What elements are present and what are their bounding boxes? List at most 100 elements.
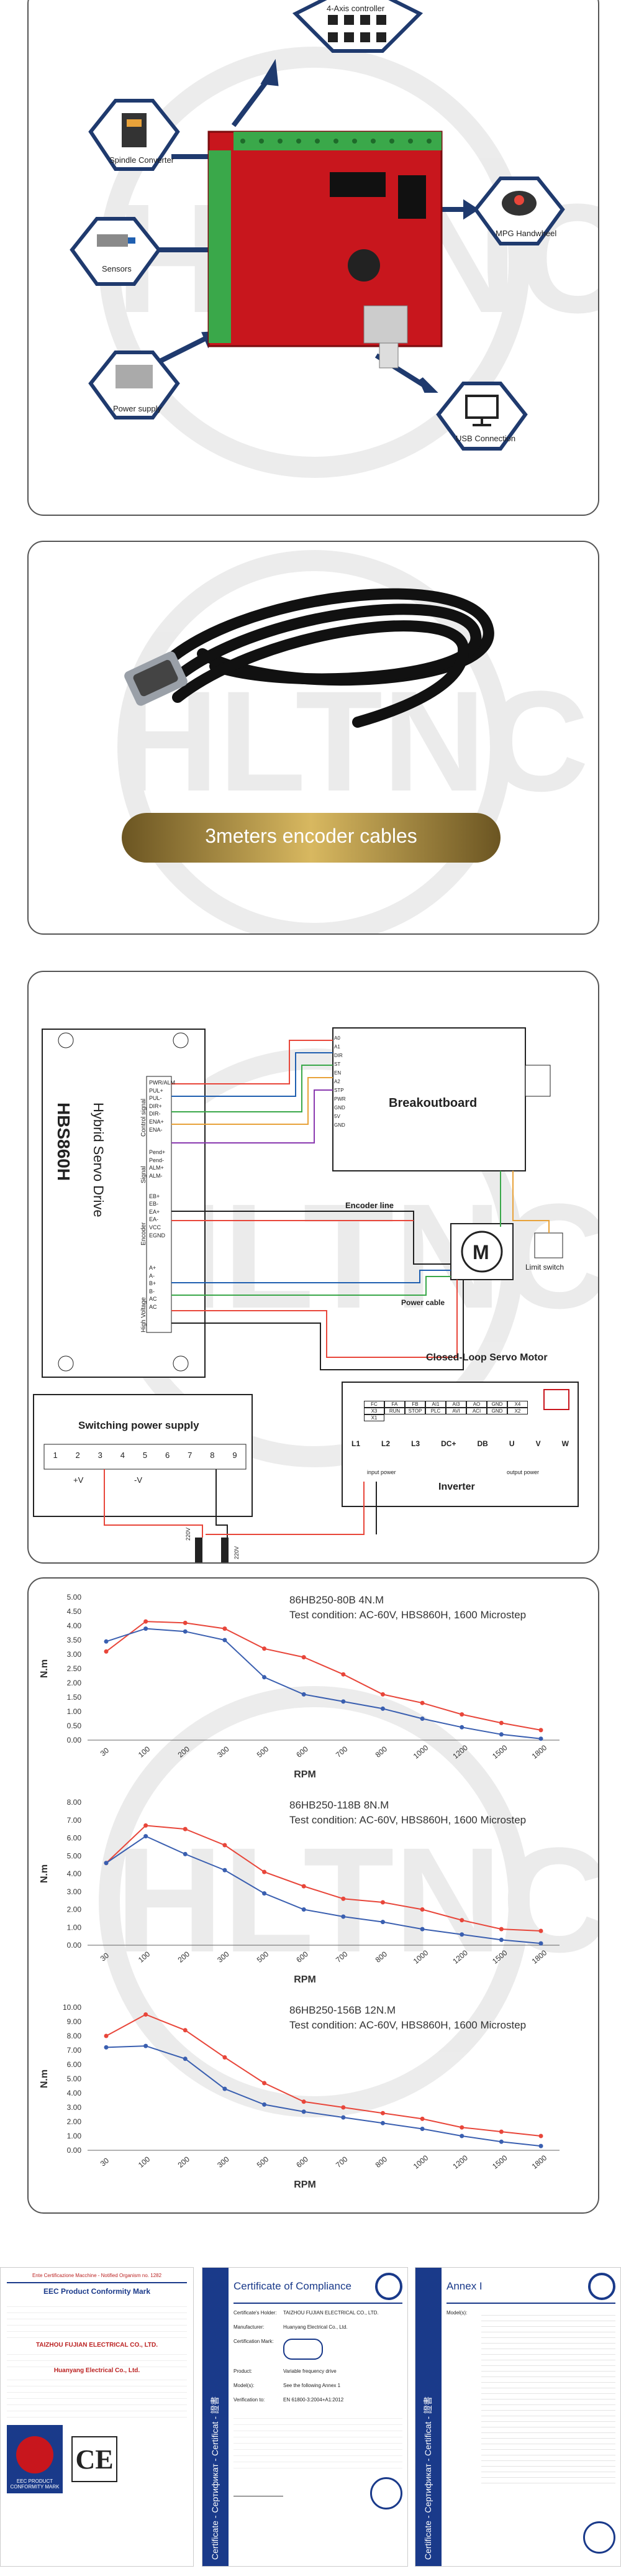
terminal: GND (487, 1408, 507, 1414)
y-tick-label: 1.00 (67, 1923, 82, 1932)
group-control-signal: Control signal (140, 1098, 147, 1137)
terminal: 2 (75, 1451, 80, 1460)
pin: AC (149, 1296, 157, 1303)
terminal: AO (466, 1401, 487, 1408)
terminal: FA (384, 1401, 405, 1408)
data-point (420, 1717, 425, 1721)
y-tick-label: 4.00 (67, 2089, 82, 2097)
terminal: W (561, 1439, 569, 1448)
pin: A2 (334, 1079, 340, 1084)
terminal: X4 (507, 1401, 528, 1408)
pin: ST (334, 1061, 341, 1067)
terminal: AI3 (446, 1401, 466, 1408)
terminal: 1 (53, 1451, 58, 1460)
data-point (104, 1649, 109, 1654)
motor-label: Closed-Loop Servo Motor (426, 1352, 548, 1363)
y-tick-label: 2.00 (67, 1679, 82, 1687)
data-point (341, 1914, 346, 1919)
data-point (143, 2012, 148, 2017)
y-tick-label: 5.00 (67, 2074, 82, 2083)
data-point (380, 1692, 385, 1697)
pin: PUL+ (149, 1087, 163, 1094)
terminal: L1 (351, 1439, 361, 1448)
x-tick-label: 30 (99, 2156, 111, 2168)
data-point (499, 1732, 504, 1737)
pin: PWR (334, 1096, 346, 1102)
series-line (106, 1621, 542, 1731)
x-tick-label: 1500 (491, 1743, 509, 1761)
data-point (420, 2127, 425, 2131)
chart-subtitle: Test condition: AC-60V, HBS860H, 1600 Mi… (289, 2019, 526, 2031)
x-tick-label: 800 (374, 2155, 389, 2170)
y-tick-label: 3.00 (67, 1887, 82, 1896)
mains-right: 220V (233, 1546, 240, 1559)
pin: PWR/ALM (149, 1079, 176, 1086)
data-point (222, 1626, 227, 1631)
pin: PUL- (149, 1095, 162, 1102)
terminal: 8 (210, 1451, 215, 1460)
data-point (301, 1692, 306, 1697)
data-point (222, 2086, 227, 2091)
cert-company-1: TAIZHOU FUJIAN ELECTRICAL CO., LTD. (35, 2342, 158, 2349)
cable-length-banner: 3meters encoder cables (205, 825, 417, 847)
pin: B+ (149, 1280, 156, 1287)
pin: EB- (149, 1201, 159, 1208)
x-tick-label: 1200 (451, 2153, 469, 2171)
pin: AC (149, 1304, 157, 1311)
field-value: EN 61800-3:2004+A1:2012 (283, 2397, 344, 2403)
x-axis-label: RPM (294, 1974, 316, 1985)
stamp (583, 2521, 615, 2554)
data-point (104, 2033, 109, 2038)
data-point (341, 2105, 346, 2110)
data-point (143, 1834, 148, 1839)
data-point (183, 2028, 188, 2033)
x-tick-label: 1000 (412, 1743, 430, 1761)
seal-text: EEC PRODUCT CONFORMITY MARK (10, 2478, 60, 2490)
y-axis-label: N.m (39, 2070, 50, 2088)
stamp (370, 2477, 402, 2510)
y-tick-label: 3.50 (67, 1636, 82, 1644)
breakout-pin-list: A0 A1 DIR ST EN A2 STP PWR GND 5V GND (334, 1034, 346, 1130)
limit-switch (534, 1232, 563, 1258)
pin: EA+ (149, 1208, 160, 1215)
inverter-terminals-top: FC FA FB AI1 AI3 AO GND X4 X3 RUN STOP P… (364, 1401, 538, 1421)
pin: A- (149, 1272, 155, 1279)
ce-mark: CE (71, 2436, 117, 2482)
power-cable-label: Power cable (401, 1298, 445, 1307)
data-point (222, 1638, 227, 1643)
field-label: Manufacturer: (233, 2324, 265, 2330)
field-label: Certificate's Holder: (233, 2310, 277, 2316)
data-point (460, 1932, 465, 1937)
pin: B- (149, 1288, 155, 1295)
drive-pin-list: PWR/ALM PUL+ PUL- DIR+ DIR- ENA+ ENA- Pe… (149, 1079, 176, 1311)
x-tick-label: 600 (294, 1950, 310, 1964)
eec-seal: EEC PRODUCT CONFORMITY MARK (7, 2425, 63, 2493)
terminal: X3 (364, 1408, 384, 1414)
x-tick-label: 1500 (491, 1948, 509, 1966)
y-tick-label: 5.00 (67, 1593, 82, 1602)
terminal: ACI (466, 1408, 487, 1414)
pin: ENA+ (149, 1118, 164, 1125)
field-label: Model(s): (233, 2383, 255, 2388)
data-point (262, 1891, 267, 1896)
y-tick-label: 0.50 (67, 1721, 82, 1730)
output-power-label: output power (507, 1469, 540, 1475)
terminal: RUN (384, 1408, 405, 1414)
data-point (104, 1861, 109, 1866)
label-power-supply: Power supply (113, 404, 162, 413)
data-point (499, 1720, 504, 1725)
data-point (143, 1626, 148, 1631)
terminal: 5 (142, 1451, 148, 1460)
cert-side-text: Certificate - Сертификат - Certificat - … (423, 2396, 433, 2560)
data-point (460, 1725, 465, 1730)
data-point (262, 1869, 267, 1874)
y-tick-label: 5.00 (67, 1851, 82, 1860)
data-point (143, 1823, 148, 1828)
data-point (460, 1918, 465, 1923)
x-tick-label: 1800 (530, 2153, 549, 2171)
data-point (341, 2115, 346, 2120)
data-point (143, 1619, 148, 1624)
data-point (301, 1884, 306, 1889)
data-point (460, 1712, 465, 1717)
data-point (538, 2143, 543, 2148)
